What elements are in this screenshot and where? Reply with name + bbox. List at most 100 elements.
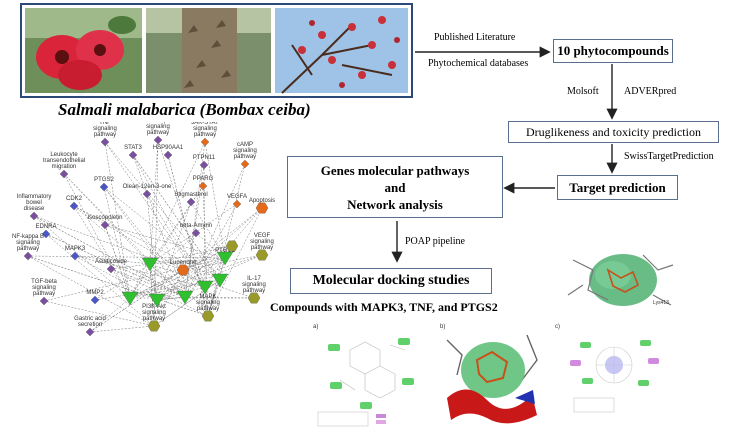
network-label-betaamyrin: beta-Amyrin bbox=[180, 223, 212, 229]
network-node-g6 bbox=[196, 280, 214, 295]
network-label-stigmasterol: Stigmasterol bbox=[174, 192, 207, 198]
network-edge bbox=[190, 201, 226, 259]
network-edge bbox=[129, 257, 226, 299]
network-edge bbox=[104, 141, 221, 281]
network-edge bbox=[184, 257, 226, 298]
network-edge bbox=[204, 257, 226, 288]
network-edge bbox=[33, 215, 184, 271]
trunk-photo bbox=[146, 8, 271, 93]
network-node-ptgs1 bbox=[216, 251, 234, 266]
network-edge bbox=[89, 269, 184, 333]
network-edge bbox=[146, 193, 206, 288]
network-edge bbox=[63, 173, 131, 299]
network-edge bbox=[153, 279, 221, 327]
network-node-betaamyrin bbox=[191, 228, 201, 238]
species-title: Salmali malabarica (Bombax ceiba) bbox=[58, 100, 311, 119]
network-edge bbox=[157, 139, 206, 288]
network-edge bbox=[182, 254, 263, 271]
network-edge bbox=[129, 269, 184, 299]
network-edge bbox=[156, 257, 226, 301]
network-node-stigmasterol bbox=[186, 197, 196, 207]
network-edge bbox=[129, 141, 206, 299]
network-edge bbox=[94, 263, 151, 301]
panel-b-tag: b) bbox=[440, 324, 445, 330]
network-edge bbox=[110, 263, 151, 270]
network-edge bbox=[207, 207, 263, 317]
network-node-ptpn11 bbox=[199, 160, 209, 170]
network-edge bbox=[149, 263, 255, 299]
network-node-tnf bbox=[100, 137, 110, 147]
network-node-jakstat bbox=[200, 137, 210, 147]
network-node-gastric bbox=[85, 327, 95, 337]
network-node-pparg bbox=[198, 181, 208, 191]
network-edge bbox=[103, 186, 131, 299]
panel-a-tag: a) bbox=[313, 324, 318, 330]
network-node-lupenone bbox=[176, 264, 190, 276]
phytocompounds-box: 10 phytocompounds bbox=[553, 39, 673, 63]
network-node-g4 bbox=[148, 293, 166, 308]
poap-label: POAP pipeline bbox=[405, 236, 465, 247]
docking-panel-a: a) bbox=[310, 320, 432, 428]
network-edge bbox=[27, 255, 226, 259]
network-node-g2 bbox=[211, 273, 229, 288]
network-edge bbox=[33, 215, 186, 298]
network-node-g7 bbox=[225, 240, 239, 252]
network-edge bbox=[74, 255, 206, 288]
flower-photo bbox=[25, 8, 142, 93]
network-node-cdk2 bbox=[69, 201, 79, 211]
network-edge bbox=[146, 193, 158, 301]
network-edge bbox=[132, 154, 186, 298]
network-node-mapksig bbox=[201, 310, 215, 322]
druglikeness-box: Druglikeness and toxicity prediction bbox=[508, 121, 719, 143]
docking-box: Molecular docking studies bbox=[290, 268, 492, 294]
network-edge bbox=[204, 141, 226, 259]
swisstarget-label: SwissTargetPrediction bbox=[624, 151, 714, 162]
network-node-vegfsig bbox=[255, 249, 269, 261]
docking-panel-b: b) bbox=[437, 320, 549, 432]
network-edge bbox=[132, 154, 206, 288]
network-label-ptgs2: PTGS2 bbox=[94, 177, 114, 183]
docking-panel-c: c) bbox=[552, 320, 674, 420]
network-edge bbox=[27, 255, 209, 317]
network-edge bbox=[73, 205, 131, 299]
phytochemical-databases-label: Phytochemical databases bbox=[428, 58, 529, 69]
network-node-isoscopoletin bbox=[100, 220, 110, 230]
adverpred-label: ADVERpred bbox=[624, 86, 677, 97]
network-label-neuro: Neurotrophinsignalingpathway bbox=[141, 122, 176, 136]
network-label-mapk3: MAPK3 bbox=[65, 246, 86, 252]
network-node-il17 bbox=[247, 292, 261, 304]
network-edge bbox=[45, 233, 155, 327]
network-edge bbox=[182, 207, 263, 271]
network-node-leuko bbox=[59, 169, 69, 179]
network-node-stat3 bbox=[128, 150, 138, 160]
network-label-asiaticoside: Asiaticoside bbox=[95, 259, 128, 265]
network-edge bbox=[45, 233, 186, 298]
network-label-olean: Olean-12en-3-one bbox=[123, 184, 172, 190]
network-label-lupenone: Lupenone bbox=[170, 260, 197, 266]
phytocompounds-text: 10 phytocompounds bbox=[557, 43, 669, 58]
network-node-nfkb bbox=[23, 251, 33, 261]
network-edge bbox=[149, 263, 158, 301]
target-prediction-text: Target prediction bbox=[569, 179, 666, 195]
network-node-olean bbox=[142, 189, 152, 199]
network-node-ednra bbox=[41, 229, 51, 239]
network-edge bbox=[73, 205, 221, 281]
druglikeness-text: Druglikeness and toxicity prediction bbox=[526, 124, 701, 139]
genes-line1: Genes molecular pathways bbox=[320, 162, 470, 178]
compounds-caption: Compounds with MAPK3, TNF, and PTGS2 bbox=[270, 300, 498, 314]
network-edge bbox=[103, 186, 186, 298]
species-photos bbox=[25, 8, 408, 94]
network-edge bbox=[74, 255, 158, 301]
network-node-g1 bbox=[141, 257, 159, 272]
network-edge bbox=[207, 163, 246, 317]
network-node-pi3k bbox=[147, 320, 161, 332]
structure-tag: Lys413 bbox=[653, 300, 669, 306]
panel-c-tag: c) bbox=[555, 324, 560, 330]
